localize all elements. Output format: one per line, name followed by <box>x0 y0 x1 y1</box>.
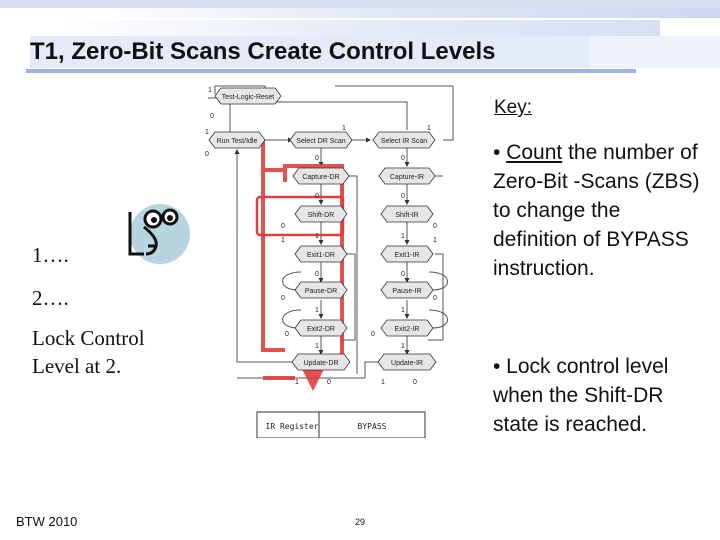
svg-text:1: 1 <box>401 343 405 350</box>
state-selir: Select IR Scan <box>372 131 436 149</box>
svg-text:Shift-IR: Shift-IR <box>395 212 418 219</box>
svg-text:1: 1 <box>315 307 319 314</box>
svg-text:Test-Logic-Reset: Test-Logic-Reset <box>222 94 275 101</box>
svg-text:1: 1 <box>205 129 209 136</box>
svg-text:0: 0 <box>281 223 285 230</box>
key-heading: Key: <box>494 97 533 118</box>
state-capdr: Capture-DR <box>292 167 350 185</box>
svg-text:Exit1-IR: Exit1-IR <box>395 252 420 259</box>
svg-text:Capture-DR: Capture-DR <box>302 174 339 181</box>
transition-bits: 1 0 0 1 1 1 0 0 0 0 0 0 1 1 1 1 0 0 0 0 1 1 0 0 1 1 1… <box>205 87 437 386</box>
state-ex1ir: Exit1-IR <box>380 245 434 263</box>
svg-text:0: 0 <box>315 271 319 278</box>
step-2: 2…. <box>32 286 69 310</box>
svg-text:Shift-DR: Shift-DR <box>308 212 334 219</box>
svg-text:0: 0 <box>285 331 289 338</box>
key-bullet-count: • Count the number of Zero-Bit -Scans (Z… <box>493 138 708 283</box>
svg-text:0: 0 <box>413 379 417 386</box>
thinking-face-icon <box>128 204 190 264</box>
state-shdr: Shift-DR <box>294 205 348 223</box>
bullet-rest: the number of Zero-Bit -Scans (ZBS) to c… <box>493 141 700 280</box>
svg-text:1: 1 <box>427 125 431 132</box>
svg-text:0: 0 <box>315 155 319 162</box>
state-ex1dr: Exit1-DR <box>294 245 348 263</box>
key-bullet-lock: • Lock control level when the Shift-DR s… <box>493 355 669 436</box>
svg-text:Update-DR: Update-DR <box>303 360 338 367</box>
svg-text:1: 1 <box>342 125 346 132</box>
state-capir: Capture-IR <box>378 167 436 185</box>
state-ex2dr: Exit2-DR <box>294 319 348 337</box>
svg-text:Select DR Scan: Select DR Scan <box>296 138 346 145</box>
svg-text:Capture-IR: Capture-IR <box>390 174 424 181</box>
register-box <box>256 411 426 438</box>
bypass-label: BYPASS <box>358 422 387 431</box>
count-word: Count <box>506 141 563 164</box>
title-banner <box>0 0 720 73</box>
svg-text:0: 0 <box>210 113 214 120</box>
svg-text:1: 1 <box>315 343 319 350</box>
lock-level-text: Lock Control Level at 2. <box>32 326 145 378</box>
svg-text:Select IR Scan: Select IR Scan <box>381 138 427 145</box>
svg-text:0: 0 <box>401 155 405 162</box>
bullet-prefix: • <box>493 141 507 164</box>
tap-state-diagram: Test-Logic-Reset Run Test/Idle Select DR… <box>205 85 454 438</box>
page-number: 29 <box>355 517 366 527</box>
state-ex2ir: Exit2-IR <box>380 319 434 337</box>
svg-text:Pause-DR: Pause-DR <box>305 288 337 295</box>
svg-text:1: 1 <box>208 87 212 94</box>
svg-text:0: 0 <box>433 295 437 302</box>
state-upir: Update-IR <box>377 353 437 371</box>
svg-text:Run Test/Idle: Run Test/Idle <box>217 138 258 145</box>
svg-text:0: 0 <box>315 193 319 200</box>
svg-text:1: 1 <box>281 237 285 244</box>
state-rti: Run Test/Idle <box>208 131 266 149</box>
svg-text:Update-IR: Update-IR <box>391 360 423 367</box>
svg-text:1: 1 <box>315 233 319 240</box>
svg-text:Pause-IR: Pause-IR <box>392 288 421 295</box>
svg-text:0: 0 <box>401 271 405 278</box>
svg-text:1: 1 <box>381 379 385 386</box>
state-seldr: Select DR Scan <box>289 131 353 149</box>
state-updr: Update-DR <box>291 353 351 371</box>
state-padr: Pause-DR <box>294 281 348 299</box>
state-pair: Pause-IR <box>380 281 434 299</box>
ir-register-label: IR Register <box>266 422 319 431</box>
state-shir: Shift-IR <box>380 205 434 223</box>
svg-text:0: 0 <box>433 223 437 230</box>
svg-text:1: 1 <box>401 307 405 314</box>
footer-text: BTW 2010 <box>16 514 78 529</box>
step-1: 1…. <box>32 243 69 267</box>
state-nodes: Test-Logic-Reset Run Test/Idle Select DR… <box>208 87 437 371</box>
svg-text:1: 1 <box>401 233 405 240</box>
svg-text:Exit2-DR: Exit2-DR <box>307 326 335 333</box>
svg-text:1: 1 <box>295 379 299 386</box>
svg-text:Exit1-DR: Exit1-DR <box>307 252 335 259</box>
svg-text:Exit2-IR: Exit2-IR <box>395 326 420 333</box>
svg-text:0: 0 <box>281 295 285 302</box>
state-tlr: Test-Logic-Reset <box>214 87 282 105</box>
svg-text:0: 0 <box>327 379 331 386</box>
svg-text:0: 0 <box>371 331 375 338</box>
slide-title: T1, Zero-Bit Scans Create Control Levels <box>30 38 496 65</box>
svg-text:0: 0 <box>205 151 209 158</box>
svg-text:1: 1 <box>433 237 437 244</box>
svg-text:0: 0 <box>401 193 405 200</box>
